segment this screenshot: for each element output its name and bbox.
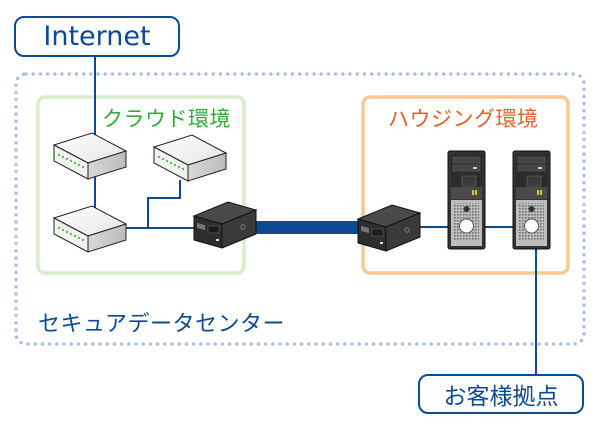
customer-site-label: お客様拠点 (443, 384, 559, 410)
datacenter-boundary (14, 72, 586, 346)
tower-server-icon (512, 150, 551, 250)
internet-label: Internet (43, 21, 151, 52)
cloud-zone-label: クラウド環境 (102, 107, 231, 131)
customer-site-node: お客様拠点 (418, 374, 584, 414)
datacenter-label: セキュアデータセンター (38, 312, 286, 337)
internet-node: Internet (14, 16, 180, 57)
tower-server-icon (447, 150, 486, 250)
dedicated-trunk-link (250, 221, 365, 234)
branch-link (147, 180, 181, 228)
housing-zone-label: ハウジング環境 (388, 107, 539, 131)
